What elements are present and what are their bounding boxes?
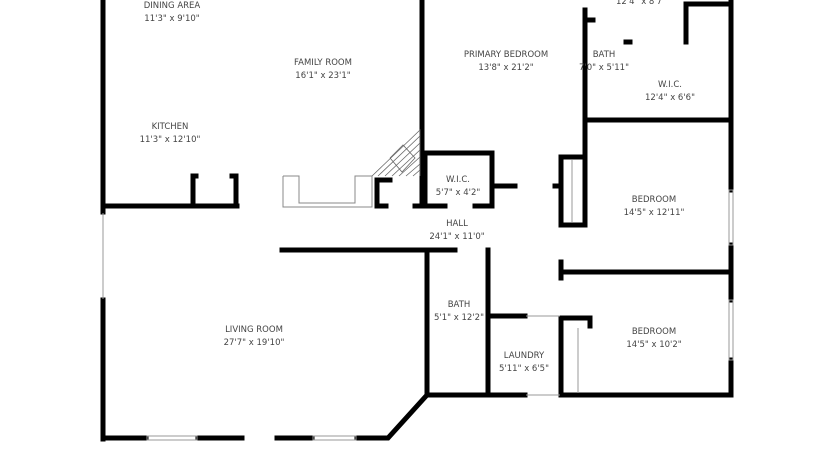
room-name: BATH — [447, 300, 471, 310]
window — [312, 435, 357, 441]
room-name: KITCHEN — [151, 122, 189, 132]
room-primary-bath: BATH 7'0" x 5'11" — [579, 49, 629, 75]
room-dims: 7'0" x 5'11" — [579, 63, 629, 73]
room-name: LAUNDRY — [503, 351, 545, 361]
wall-bedroom-closet — [562, 117, 588, 228]
wall-primary-right — [558, 7, 588, 228]
room-name: BEDROOM — [631, 195, 677, 205]
window — [728, 299, 734, 361]
room-name: PRIMARY BEDROOM — [463, 50, 549, 60]
room-name: BEDROOM — [631, 327, 677, 337]
room-dims: 5'7" x 4'2" — [435, 188, 481, 198]
room-dims: 16'1" x 23'1" — [295, 71, 351, 81]
room-name: BATH — [592, 50, 616, 60]
room-dims: 12'4" x 6'6" — [645, 93, 695, 103]
wall-closet-top — [683, 1, 733, 45]
room-family-room: FAMILY ROOM 16'1" x 23'1" — [294, 57, 352, 83]
room-name: HALL — [446, 219, 468, 229]
room-name: LIVING ROOM — [225, 325, 283, 335]
room-living-room: LIVING ROOM 27'7" x 19'10" — [224, 324, 285, 350]
wall-wic — [422, 150, 495, 209]
wall-bedroom2 — [558, 315, 593, 398]
windows — [102, 160, 734, 441]
wall-bottom-diagonal — [354, 392, 528, 441]
room-primary-wic: W.I.C. 12'4" x 6'6" — [645, 79, 695, 105]
walls — [100, 0, 734, 442]
room-top-right: 12'4" x 8'7" — [616, 0, 666, 9]
kitchen-island — [282, 175, 373, 208]
room-dims: 5'11" x 6'5" — [499, 364, 549, 374]
room-name: FAMILY ROOM — [294, 58, 352, 68]
room-dims: 13'8" x 21'2" — [478, 63, 534, 73]
room-bedroom-2: BEDROOM 14'5" x 10'2" — [626, 326, 681, 352]
room-primary-bedroom: PRIMARY BEDROOM 13'8" x 21'2" — [464, 49, 548, 75]
room-dims: 24'1" x 11'0" — [429, 232, 485, 242]
room-hall: HALL 24'1" x 11'0" — [429, 218, 484, 244]
room-dims: 27'7" x 19'10" — [223, 338, 285, 348]
wall-pantry — [229, 173, 239, 209]
wall-bottom-right — [558, 357, 734, 398]
window — [146, 435, 198, 441]
room-dims: 14'5" x 10'2" — [626, 340, 682, 350]
room-wic: W.I.C. 5'7" x 4'2" — [436, 174, 481, 200]
room-laundry: LAUNDRY 5'11" x 6'5" — [499, 350, 549, 376]
room-bedroom-1: BEDROOM 14'5" x 12'11" — [624, 194, 685, 220]
room-bath: BATH 5'1" x 12'2" — [434, 299, 484, 325]
room-name: W.I.C. — [446, 175, 470, 185]
room-name: DINING AREA — [143, 1, 201, 11]
room-dims: 14'5" x 12'11" — [623, 208, 685, 218]
room-name: W.I.C. — [658, 80, 682, 90]
wall-closet — [374, 177, 393, 209]
room-kitchen: KITCHEN 11'3" x 12'10" — [140, 121, 201, 147]
room-dims: 12'4" x 8'7" — [616, 0, 666, 7]
stairs-icon — [371, 129, 421, 177]
room-dims: 5'1" x 12'2" — [434, 313, 484, 323]
room-dining-area: DINING AREA 11'3" x 9'10" — [144, 0, 200, 26]
room-dims: 11'3" x 12'10" — [139, 135, 201, 145]
window — [728, 189, 734, 246]
wall-pantry — [190, 173, 199, 209]
room-dims: 11'3" x 9'10" — [144, 14, 200, 24]
